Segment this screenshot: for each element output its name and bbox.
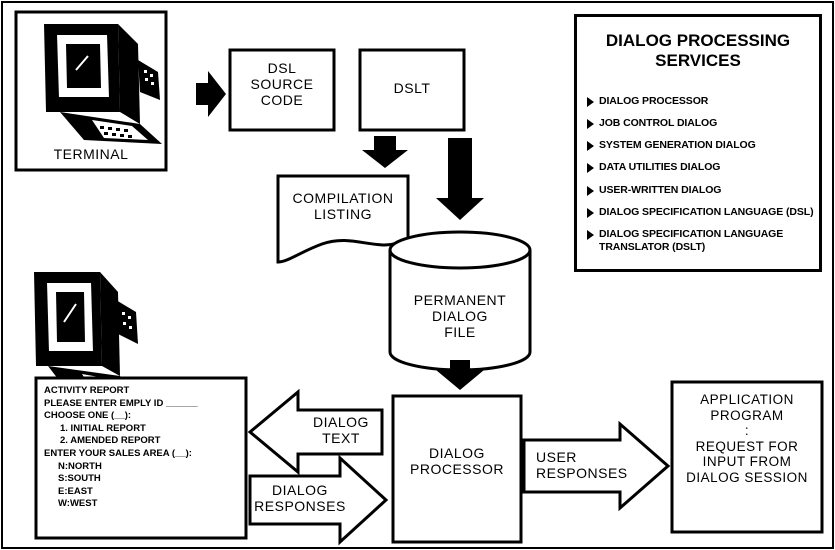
compilation-listing-line-2: LISTING (314, 206, 372, 223)
screen-area: N:NORTH (58, 460, 102, 472)
user-responses-line-1: USER (536, 449, 577, 465)
dialog-processor-line-2: PROCESSOR (410, 461, 504, 478)
user-responses-label: USER RESPONSES (526, 449, 630, 481)
terminal-icon (14, 10, 168, 172)
user-responses-arrow (522, 420, 671, 512)
screen-prompt-id: PLEASE ENTER EMPLY ID ______ (44, 397, 198, 409)
screen-choose: CHOOSE ONE (__): (44, 410, 132, 422)
services-item: JOB CONTROL DIALOG (587, 117, 819, 130)
dialog-processor-label: DIALOG PROCESSOR (393, 445, 521, 477)
dialog-text-arrow (247, 388, 384, 476)
dsl-source-line-1: DSL (267, 60, 297, 76)
services-item: SYSTEM GENERATION DIALOG (587, 139, 819, 152)
dialog-responses-arrow (248, 454, 389, 546)
services-title-line-2: SERVICES (655, 51, 741, 71)
arrow-to-dialog-processor (436, 360, 484, 390)
app-program-line-5: INPUT FROM (702, 454, 792, 470)
dslt-label-text: DSLT (393, 80, 431, 96)
dialog-file-line-2: DIALOG (432, 308, 488, 325)
application-program-box (670, 380, 824, 534)
services-title: DIALOG PROCESSING SERVICES (577, 31, 819, 72)
dialog-text-line-2: TEXT (322, 430, 360, 447)
terminal-label-text: TERMINAL (53, 146, 129, 162)
application-program-label: APPLICATION PROGRAM : REQUEST FOR INPUT … (672, 392, 822, 485)
dialog-text-line-1: DIALOG (313, 414, 369, 430)
dsl-source-line-3: CODE (260, 92, 304, 109)
dialog-responses-line-1: DIALOG (272, 482, 328, 498)
arrow-terminal-to-dsl (196, 71, 226, 117)
terminal-label: TERMINAL (16, 146, 166, 162)
screen-area: E:EAST (58, 485, 93, 497)
permanent-dialog-file-shape (388, 230, 532, 372)
services-item: DIALOG PROCESSOR (587, 95, 819, 108)
dsl-source-box (228, 48, 336, 132)
services-item: USER-WRITTEN DIALOG (587, 184, 819, 197)
services-item: DATA UTILITIES DIALOG (587, 161, 819, 174)
app-program-line-2: PROGRAM (710, 407, 784, 423)
screen-area: S:SOUTH (58, 473, 101, 485)
dialog-processing-services-box: DIALOG PROCESSING SERVICES DIALOG PROCES… (574, 14, 822, 272)
arrow-to-dialog-file (436, 138, 484, 220)
screen-area: W:WEST (58, 498, 98, 510)
dialog-processor-line-1: DIALOG (429, 445, 485, 461)
compilation-listing-line-1: COMPILATION (292, 190, 394, 206)
dsl-source-label: DSL SOURCE CODE (230, 60, 334, 108)
app-program-line-4: REQUEST FOR (695, 438, 799, 454)
app-program-line-6: DIALOG SESSION (686, 469, 808, 485)
dialog-file-line-3: FILE (444, 324, 476, 341)
services-list: DIALOG PROCESSOR JOB CONTROL DIALOG SYST… (587, 95, 819, 263)
dslt-label: DSLT (360, 80, 464, 96)
screen-sales-prompt: ENTER YOUR SALES AREA (__): (44, 447, 192, 459)
terminal-screen-text: ACTIVITY REPORT PLEASE ENTER EMPLY ID __… (44, 385, 244, 511)
screen-title: ACTIVITY REPORT (44, 385, 130, 396)
services-item: DIALOG SPECIFICATION LANGUAGE (DSL) (587, 206, 819, 219)
dialog-file-line-1: PERMANENT (413, 292, 507, 308)
app-program-line-1: APPLICATION (700, 392, 794, 407)
dialog-text-label: DIALOG TEXT (300, 414, 382, 446)
compilation-listing-label: COMPILATION LISTING (278, 190, 408, 222)
dialog-responses-label: DIALOG RESPONSES (250, 482, 350, 514)
dialog-responses-line-2: RESPONSES (254, 498, 346, 515)
services-item: DIALOG SPECIFICATION LANGUAGE TRANSLATOR… (587, 228, 819, 254)
dslt-box (358, 48, 466, 132)
dsl-source-line-2: SOURCE (250, 76, 314, 93)
permanent-dialog-file-label: PERMANENT DIALOG FILE (390, 292, 530, 340)
arrow-to-compilation-listing (362, 136, 408, 168)
terminal-screen-box (34, 376, 248, 540)
services-title-line-1: DIALOG PROCESSING (605, 31, 791, 50)
app-program-line-3: : (744, 423, 750, 439)
screen-option: 1. INITIAL REPORT (60, 422, 146, 434)
dialog-processor-box (391, 394, 523, 544)
screen-option: 2. AMENDED REPORT (60, 435, 161, 447)
user-responses-line-2: RESPONSES (536, 465, 628, 482)
